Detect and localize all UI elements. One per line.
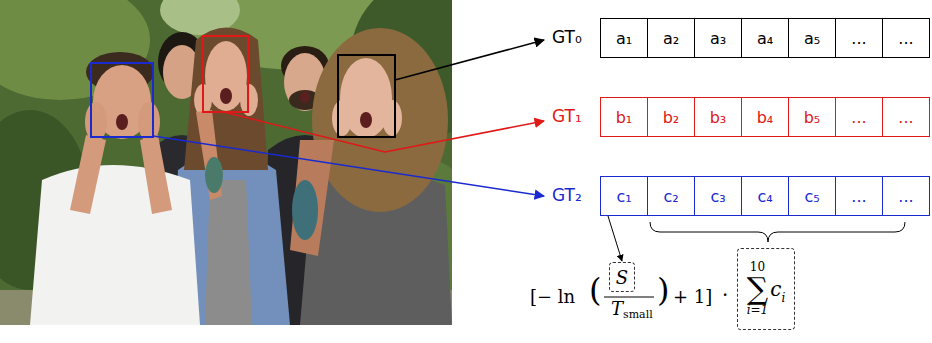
- shirt: [205, 180, 252, 325]
- cell-text: c₄: [757, 187, 772, 206]
- array-cell: ...: [882, 97, 930, 137]
- sum-box: 10∑i=1ci: [737, 248, 795, 330]
- sum-symbol: ∑: [747, 274, 768, 304]
- person-left: [30, 52, 200, 325]
- array-cell: b₂: [647, 97, 695, 137]
- cell-text: a₁: [616, 29, 632, 48]
- formula-part: [− ln: [530, 287, 575, 308]
- mouth: [116, 114, 128, 130]
- formula-part: ): [657, 272, 669, 309]
- cell-text: a₅: [804, 29, 820, 48]
- formula-part: small: [623, 309, 653, 322]
- array-cell: b₄: [741, 97, 789, 137]
- array-cell: b₁: [600, 97, 648, 137]
- array-cell: ...: [835, 18, 883, 58]
- sum-limits: 10∑i=1: [747, 261, 769, 317]
- term-symbol: c: [770, 277, 781, 301]
- array-cell: a₄: [741, 18, 789, 58]
- cell-text: c₁: [616, 187, 631, 206]
- formula-part: T: [611, 299, 623, 320]
- leader-arrow: [153, 136, 544, 196]
- arm: [70, 135, 106, 214]
- fraction-bar: [604, 297, 654, 298]
- array-cell: a₃: [694, 18, 742, 58]
- array-cell: c₅: [788, 176, 836, 216]
- array-cell: c₁: [600, 176, 648, 216]
- cell-text: ...: [898, 187, 913, 206]
- formula-part: ·: [722, 284, 728, 307]
- array-cell: a₂: [647, 18, 695, 58]
- person-right: [290, 28, 452, 325]
- hair: [312, 28, 448, 212]
- body: [30, 165, 200, 325]
- photo: [0, 0, 452, 325]
- hand: [382, 100, 402, 136]
- bounding-box: [91, 63, 153, 137]
- mouth: [360, 112, 372, 128]
- cell-text: b₂: [663, 108, 680, 127]
- variable-box: S: [609, 262, 635, 292]
- cell-text: ...: [851, 187, 866, 206]
- array-cell: ...: [882, 176, 930, 216]
- cell-text: c₂: [663, 187, 678, 206]
- arm: [196, 110, 222, 200]
- array-cell: ...: [835, 176, 883, 216]
- variable-text: S: [616, 267, 628, 288]
- hair: [184, 28, 268, 171]
- array-cell: ...: [835, 97, 883, 137]
- cell-text: a₂: [663, 29, 679, 48]
- cell-text: c₃: [710, 187, 725, 206]
- array-cell: c₄: [741, 176, 789, 216]
- formula-part: (: [589, 272, 601, 309]
- connector-arrow: [608, 216, 622, 261]
- leader-arrow: [224, 112, 544, 152]
- array-cell: a₅: [788, 18, 836, 58]
- bounding-box: [338, 55, 395, 137]
- row-label: GT₀: [552, 28, 582, 48]
- array-cell: b₅: [788, 97, 836, 137]
- sum-term: ci: [770, 277, 785, 301]
- arm: [140, 135, 172, 214]
- array-cell: c₂: [647, 176, 695, 216]
- term-index: i: [781, 291, 785, 305]
- array-cell: ...: [882, 18, 930, 58]
- array-cell: b₃: [694, 97, 742, 137]
- leader-arrow: [395, 40, 544, 80]
- cell-text: ...: [898, 29, 913, 48]
- array-cell: a₁: [600, 18, 648, 58]
- cell-text: a₄: [757, 29, 773, 48]
- tattoo: [205, 157, 223, 193]
- formula-part: + 1]: [673, 287, 712, 308]
- sum-limit: 10: [750, 261, 765, 274]
- cell-text: b₃: [710, 108, 727, 127]
- cell-text: ...: [851, 29, 866, 48]
- bounding-box: [203, 36, 248, 112]
- curly-bracket: [650, 222, 905, 242]
- row-label: GT₂: [552, 186, 582, 206]
- mouth: [300, 91, 310, 103]
- cell-text: c₅: [804, 187, 819, 206]
- sum-limit: i=1: [747, 304, 769, 317]
- cell-text: b₅: [804, 108, 821, 127]
- tattoo: [292, 180, 318, 240]
- cell-text: ...: [851, 108, 866, 127]
- cell-text: ...: [898, 108, 913, 127]
- cell-text: b₁: [616, 108, 633, 127]
- array-cell: c₃: [694, 176, 742, 216]
- row-label: GT₁: [552, 107, 582, 127]
- mouth: [220, 88, 232, 104]
- cell-text: a₃: [710, 29, 726, 48]
- hand: [332, 100, 352, 136]
- cell-text: b₄: [757, 108, 774, 127]
